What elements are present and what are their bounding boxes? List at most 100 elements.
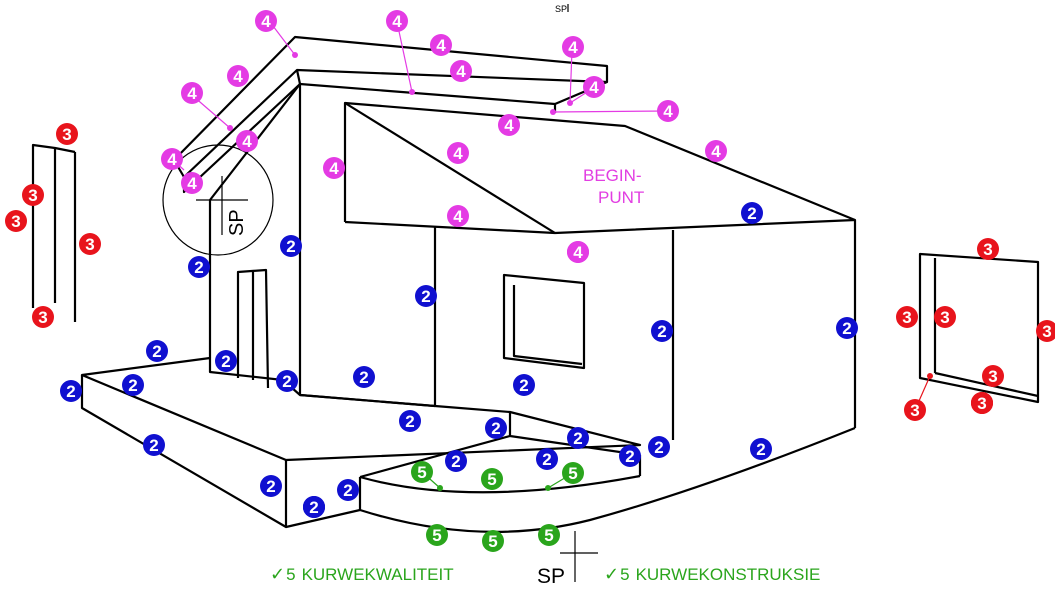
score-2-badge: 2 bbox=[741, 202, 763, 224]
house-linework bbox=[31, 35, 1040, 533]
badge-number: 5 bbox=[417, 463, 426, 482]
score-3-badge: 3 bbox=[1036, 320, 1055, 342]
badge-number: 2 bbox=[194, 258, 203, 277]
badge-number: 3 bbox=[983, 240, 992, 259]
badge-number: 2 bbox=[542, 450, 551, 469]
score-5-badge: 5 bbox=[482, 530, 504, 552]
score-2-badge: 2 bbox=[215, 350, 237, 372]
score-2-badge: 2 bbox=[188, 256, 210, 278]
other-leader-dots bbox=[437, 373, 933, 491]
check-icon: ✓ bbox=[270, 564, 286, 585]
score-3-badge: 3 bbox=[79, 233, 101, 255]
legend-score: 5 bbox=[286, 565, 296, 584]
begin-punt-line1: BEGIN- bbox=[583, 166, 642, 185]
badge-number: 5 bbox=[487, 470, 496, 489]
badge-number: 2 bbox=[451, 452, 460, 471]
badge-number: 4 bbox=[573, 243, 583, 262]
left-panel-top bbox=[54, 146, 76, 154]
badge-number: 4 bbox=[589, 78, 599, 97]
score-2-badge: 2 bbox=[485, 417, 507, 439]
score-4-badge: 4 bbox=[386, 10, 408, 32]
badge-number: 2 bbox=[128, 376, 137, 395]
score-2-badge: 2 bbox=[337, 479, 359, 501]
window-inner bbox=[512, 285, 583, 366]
badge-number: 4 bbox=[568, 38, 578, 57]
score-2-badge: 2 bbox=[567, 427, 589, 449]
badge-number: 5 bbox=[568, 464, 577, 483]
legend-score: 5 bbox=[620, 565, 630, 584]
score-4-badge: 4 bbox=[498, 114, 520, 136]
score-2-badge: 2 bbox=[445, 450, 467, 472]
badge-number: 2 bbox=[152, 342, 161, 361]
badge-number: 3 bbox=[1042, 322, 1051, 341]
score-4-badge: 4 bbox=[255, 10, 277, 32]
badge-number: 4 bbox=[456, 62, 466, 81]
sp-marks bbox=[196, 4, 598, 582]
badge-number: 3 bbox=[940, 308, 949, 327]
score-badges: 4444444444444444444222222222222222222222… bbox=[5, 10, 1055, 552]
score-2-badge: 2 bbox=[536, 448, 558, 470]
score-4-badge: 4 bbox=[447, 142, 469, 164]
badge-number: 3 bbox=[28, 186, 37, 205]
score-3-badge: 3 bbox=[32, 306, 54, 328]
score-2-badge: 2 bbox=[415, 285, 437, 307]
roof-slab-edge bbox=[295, 69, 302, 85]
sp-label-bottom: SP bbox=[537, 565, 565, 588]
score-4-badge: 4 bbox=[450, 60, 472, 82]
score-3-badge: 3 bbox=[904, 399, 926, 421]
base-slab-front bbox=[80, 375, 288, 529]
badge-number: 4 bbox=[167, 150, 177, 169]
badge-number: 4 bbox=[504, 116, 514, 135]
score-2-badge: 2 bbox=[146, 340, 168, 362]
score-4-badge: 4 bbox=[657, 100, 679, 122]
score-3-badge: 3 bbox=[56, 123, 78, 145]
badge-number: 4 bbox=[436, 36, 446, 55]
score-4-badge: 4 bbox=[161, 148, 183, 170]
base-slab-top bbox=[80, 356, 642, 462]
badge-number: 2 bbox=[66, 382, 75, 401]
score-2-badge: 2 bbox=[513, 374, 535, 396]
score-5-badge: 5 bbox=[426, 524, 448, 546]
badge-number: 2 bbox=[657, 322, 666, 341]
score-2-badge: 2 bbox=[750, 438, 772, 460]
score-3-badge: 3 bbox=[5, 210, 27, 232]
score-5-badge: 5 bbox=[481, 468, 503, 490]
score-2-badge: 2 bbox=[260, 475, 282, 497]
right-panel bbox=[918, 252, 1040, 404]
score-2-badge: 2 bbox=[280, 235, 302, 257]
badge-number: 4 bbox=[663, 102, 673, 121]
sloped-roof-diagonal bbox=[344, 102, 556, 234]
badge-number: 3 bbox=[62, 125, 71, 144]
score-4-badge: 4 bbox=[562, 36, 584, 58]
step-curve-top bbox=[359, 474, 641, 494]
badge-number: 3 bbox=[977, 394, 986, 413]
legend-label: KURWEKONSTRUKSIE bbox=[635, 565, 821, 584]
sloped-roof-bottom bbox=[344, 218, 856, 235]
badge-number: 5 bbox=[544, 526, 553, 545]
score-4-badge: 4 bbox=[181, 82, 203, 104]
score-3-badge: 3 bbox=[22, 184, 44, 206]
score-4-badge: 4 bbox=[181, 172, 203, 194]
badge-number: 4 bbox=[711, 142, 721, 161]
badge-number: 2 bbox=[343, 481, 352, 500]
score-2-badge: 2 bbox=[836, 317, 858, 339]
badge-number: 4 bbox=[453, 144, 463, 163]
badge-number: 4 bbox=[261, 12, 271, 31]
score-4-badge: 4 bbox=[705, 140, 727, 162]
badge-number: 3 bbox=[85, 235, 94, 254]
score-5-badge: 5 bbox=[411, 461, 433, 483]
score-2-badge: 2 bbox=[143, 434, 165, 456]
badge-number: 2 bbox=[654, 438, 663, 457]
score-4-badge: 4 bbox=[430, 34, 452, 56]
score-4-badge: 4 bbox=[323, 157, 345, 179]
score-5-badge: 5 bbox=[562, 462, 584, 484]
badge-number: 2 bbox=[491, 419, 500, 438]
badge-number: 4 bbox=[242, 132, 252, 151]
badge-number: 5 bbox=[488, 532, 497, 551]
score-4-badge: 4 bbox=[227, 65, 249, 87]
window-outer bbox=[502, 273, 586, 370]
badge-number: 2 bbox=[359, 368, 368, 387]
score-2-badge: 2 bbox=[619, 445, 641, 467]
badge-number: 2 bbox=[309, 498, 318, 517]
